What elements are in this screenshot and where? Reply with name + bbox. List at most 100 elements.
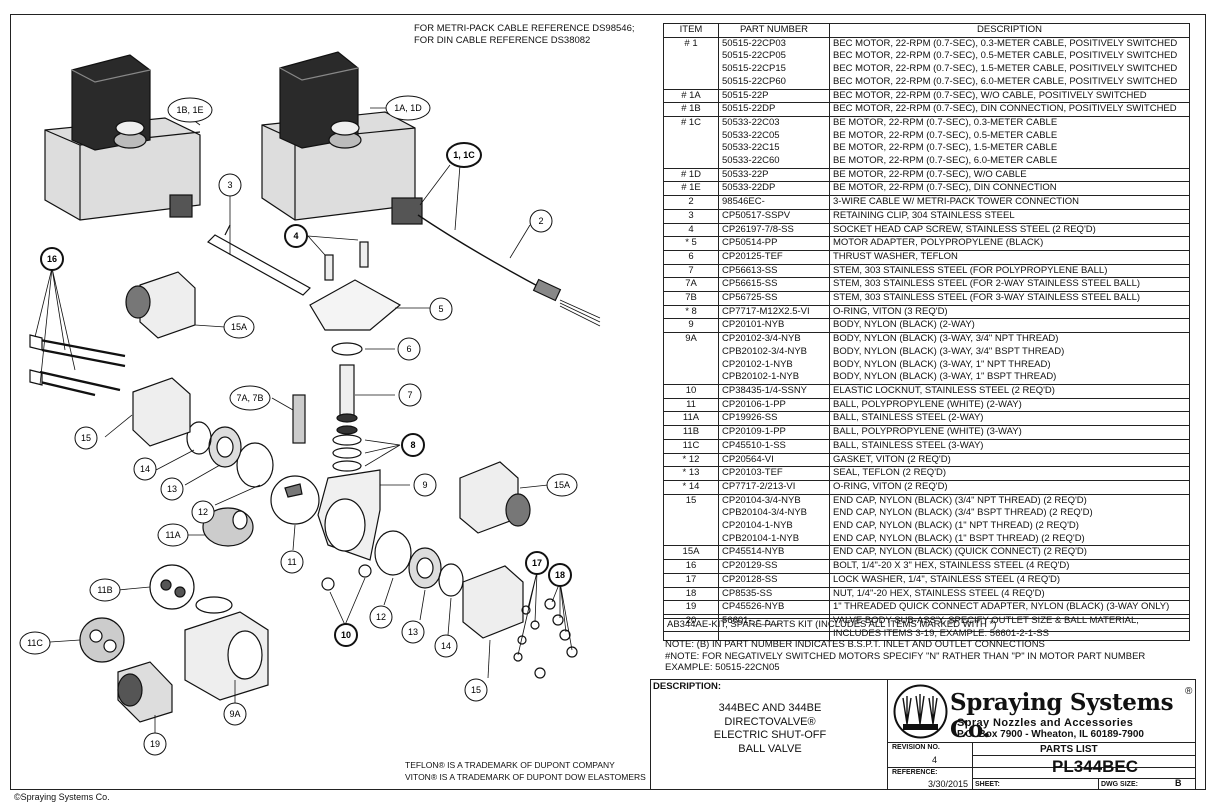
end-cap-15-left	[132, 377, 191, 447]
description-cell: NUT, 1/4"-20 HEX, STAINLESS STEEL (4 REQ…	[829, 586, 1190, 601]
dwgsize-divider	[1098, 778, 1099, 790]
svg-text:17: 17	[532, 558, 542, 568]
callout-18: 18	[548, 563, 572, 587]
part-number-cell: CPB20102-1-NYB	[718, 371, 830, 385]
svg-text:15: 15	[471, 685, 481, 695]
company-address: P.O. Box 7900 - Wheaton, IL 60189-7900	[957, 729, 1144, 740]
svg-text:11: 11	[287, 557, 296, 567]
company-tagline: Spray Nozzles and Accessories	[957, 717, 1134, 729]
item-cell: 3	[663, 208, 719, 224]
item-cell: 17	[663, 572, 719, 588]
svg-text:6: 6	[406, 344, 411, 354]
description-cell: BEC MOTOR, 22-RPM (0.7-SEC), 0.3-METER C…	[829, 36, 1190, 51]
thrust-washer-6	[331, 342, 363, 356]
svg-text:4: 4	[293, 231, 298, 241]
o-ring-14	[186, 421, 212, 455]
locknut-10	[321, 577, 335, 591]
part-number-cell: CP20109-1-PP	[718, 425, 830, 440]
part-number-cell: CP50514-PP	[718, 236, 830, 251]
item-cell: 19	[663, 600, 719, 615]
item-cell: 11	[663, 397, 719, 412]
item-cell: 7A	[663, 277, 719, 292]
revision-divider	[972, 742, 973, 790]
svg-text:14: 14	[140, 464, 150, 474]
part-number-cell: 50533-22C03	[718, 115, 830, 130]
sheet-label: SHEET:	[975, 781, 1000, 788]
parts-table-header: ITEM PART NUMBER DESCRIPTION	[663, 23, 1190, 38]
svg-text:1, 1C: 1, 1C	[453, 150, 475, 160]
description-cell: O-RING, VITON (3 REQ'D)	[829, 304, 1190, 319]
part-number-cell: CPB20104-3/4-NYB	[718, 507, 830, 521]
item-cell: * 5	[663, 236, 719, 251]
callout-15a-left: 15A	[223, 315, 255, 339]
description-cell: STEM, 303 STAINLESS STEEL (FOR 2-WAY STA…	[829, 277, 1190, 292]
svg-text:10: 10	[341, 630, 351, 640]
item-cell: * 12	[663, 452, 719, 467]
svg-text:1A, 1D: 1A, 1D	[394, 103, 422, 113]
callout-3: 3	[218, 173, 242, 197]
description-cell: SEAL, TEFLON (2 REQ'D)	[829, 466, 1190, 481]
part-number-cell: CP8535-SS	[718, 586, 830, 601]
product-description: 344BEC AND 344BE DIRECTOVALVE® ELECTRIC …	[713, 702, 827, 755]
svg-text:11B: 11B	[97, 585, 112, 595]
item-cell: # 1B	[663, 102, 719, 117]
item-cell	[663, 75, 719, 90]
item-cell	[663, 371, 719, 385]
description-cell: BEC MOTOR, 22-RPM (0.7-SEC), 1.5-METER C…	[829, 63, 1190, 76]
part-number-cell: CP20128-SS	[718, 572, 830, 588]
callout-10: 10	[334, 623, 358, 647]
svg-text:7A, 7B: 7A, 7B	[236, 393, 263, 403]
svg-text:15A: 15A	[231, 322, 247, 332]
item-cell: 2	[663, 195, 719, 210]
item-cell	[663, 63, 719, 76]
item-cell	[663, 520, 719, 533]
description-cell: END CAP, NYLON (BLACK) (3/4" NPT THREAD)…	[829, 493, 1190, 508]
description-cell: BALL, STAINLESS STEEL (3-WAY)	[829, 438, 1190, 453]
cable-connector	[532, 278, 562, 302]
description-cell: BE MOTOR, 22-RPM (0.7-SEC), 1.5-METER CA…	[829, 142, 1190, 156]
stem-7a-7b	[292, 394, 306, 444]
partslist-line	[972, 755, 1196, 756]
part-number-cell: CP45526-NYB	[718, 600, 830, 615]
description-cell: STEM, 303 STAINLESS STEEL (FOR POLYPROPY…	[829, 263, 1190, 278]
svg-text:9: 9	[422, 480, 427, 490]
part-number-cell: CP38435-1/4-SSNY	[718, 383, 830, 399]
company-name: Spraying Systems Co.	[950, 689, 1174, 743]
description-cell: SOCKET HEAD CAP SCREW, STAINLESS STEEL (…	[829, 222, 1190, 237]
callout-17: 17	[525, 551, 549, 575]
callout-8: 8	[401, 433, 425, 457]
sheet-line	[972, 778, 1196, 779]
end-cap-15-right	[462, 565, 524, 639]
description-cell: BODY, NYLON (BLACK) (3-WAY, 3/4" BSPT TH…	[829, 345, 1190, 359]
part-number-cell: CP7717-2/213-VI	[718, 479, 830, 495]
exploded-view-drawing: 1B, 1E 1A, 1D 1, 1C 2 3 4 5 6 7 7A, 7B 8…	[19, 51, 601, 756]
callout-16: 16	[40, 247, 64, 271]
part-number-cell: CP20102-1-NYB	[718, 358, 830, 372]
description-cell: LOCK WASHER, 1/4", STAINLESS STEEL (4 RE…	[829, 572, 1190, 588]
callout-14-left: 14	[133, 457, 157, 481]
part-number-cell: CP20106-1-PP	[718, 397, 830, 412]
part-number-cell: CP20564-VI	[718, 452, 830, 467]
description-cell: BALL, POLYPROPYLENE (WHITE) (2-WAY)	[829, 397, 1190, 412]
company-block-line	[887, 742, 1196, 743]
description-cell: BE MOTOR, 22-RPM (0.7-SEC), W/O CABLE	[829, 167, 1190, 182]
item-cell: 4	[663, 222, 719, 237]
svg-text:11C: 11C	[27, 638, 43, 648]
part-number-cell: CP50517-SSPV	[718, 208, 830, 224]
callout-11b: 11B	[89, 578, 121, 602]
item-cell: # 1E	[663, 181, 719, 196]
description-cell: BEC MOTOR, 22-RPM (0.7-SEC), W/O CABLE, …	[829, 88, 1190, 103]
